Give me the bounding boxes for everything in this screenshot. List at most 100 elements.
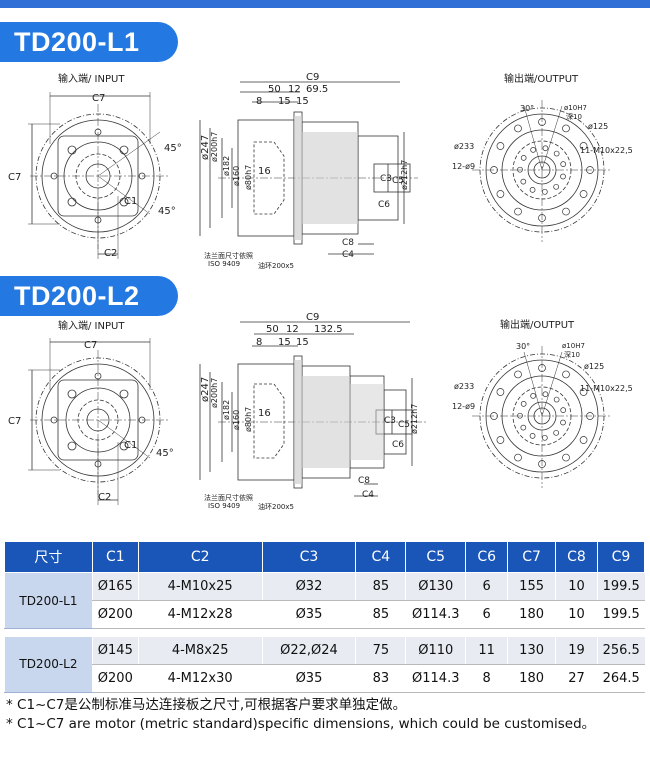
flange-note-l2: 法兰面尺寸依照 bbox=[204, 494, 253, 502]
dim-holes12-l2: 12-ø9 bbox=[452, 402, 476, 411]
bolt-hole bbox=[538, 118, 546, 126]
table-cell: 4-M10x25 bbox=[137, 572, 263, 601]
dim-132-l2: 132.5 bbox=[314, 324, 343, 335]
table-cell: 75 bbox=[355, 636, 406, 665]
oil-ring-note-l2: 油环200x5 bbox=[258, 503, 294, 511]
bolt-hole bbox=[496, 142, 505, 150]
bolt-hole bbox=[490, 166, 498, 174]
bolt-hole bbox=[514, 370, 522, 379]
table-cell: 27 bbox=[555, 664, 598, 693]
dim-deep10-l1: 深10 bbox=[566, 113, 582, 121]
iso-note-l1: ISO 9409 bbox=[208, 260, 241, 268]
dim-phi80-l1: ø80h7 bbox=[244, 164, 253, 190]
table-cell: 199.5 bbox=[596, 572, 645, 601]
dim-c2-l2: C2 bbox=[98, 492, 112, 503]
thread-hole bbox=[520, 400, 527, 407]
thread-hole bbox=[529, 187, 536, 193]
header-size: 尺寸 bbox=[4, 541, 93, 573]
table-row: Ø200 4-M12x30 Ø35 83 Ø114.3 8 180 27 264… bbox=[5, 664, 645, 693]
dim-12-l1: 12 bbox=[288, 84, 301, 95]
table-cell: 19 bbox=[555, 636, 598, 665]
dim-15b-l1: 15 bbox=[296, 96, 309, 107]
output-label-l1: 输出端/OUTPUT bbox=[504, 74, 579, 85]
table-cell: Ø165 bbox=[91, 572, 139, 601]
dim-c1-l2: C1 bbox=[124, 440, 138, 451]
table-cell: Ø200 bbox=[91, 664, 139, 693]
bolt-hole bbox=[496, 388, 505, 396]
dim-phi80-l2: ø80h7 bbox=[244, 406, 253, 432]
dim-angle-a-l1: 45° bbox=[164, 143, 182, 154]
thread-hole bbox=[517, 412, 523, 419]
thread-hole bbox=[553, 183, 560, 190]
dim-c2-l1: C2 bbox=[104, 248, 118, 259]
bolt-hole bbox=[538, 214, 546, 222]
dim-15b-l2: 15 bbox=[296, 337, 309, 348]
oil-ring-note-l1: 油环200x5 bbox=[258, 262, 294, 270]
header-c5: C5 bbox=[405, 541, 467, 573]
thread-hole bbox=[541, 188, 548, 195]
table-cell: 130 bbox=[507, 636, 556, 665]
dim-phi182-l1: ø182 bbox=[222, 155, 231, 176]
dim-c8-l2: C8 bbox=[358, 476, 371, 486]
dim-c6-l2: C6 bbox=[392, 440, 405, 450]
table-cell: 264.5 bbox=[596, 664, 645, 693]
table-cell: Ø32 bbox=[261, 572, 356, 601]
output-label-l2: 输出端/OUTPUT bbox=[500, 320, 575, 331]
table-cell: 256.5 bbox=[596, 636, 645, 665]
dim-angle-l2: 45° bbox=[156, 448, 174, 459]
table-cell: 4-M12x28 bbox=[137, 600, 263, 629]
bolt-hole bbox=[538, 364, 546, 372]
header-c3: C3 bbox=[261, 541, 357, 573]
thread-hole bbox=[520, 154, 527, 161]
thread-hole bbox=[542, 145, 549, 152]
bolt-hole bbox=[586, 166, 594, 174]
bolt-hole bbox=[562, 124, 570, 133]
table-cell: 10 bbox=[555, 600, 598, 629]
thread-hole bbox=[560, 407, 567, 413]
dim-angle30-l2: 30° bbox=[516, 342, 531, 351]
table-separator bbox=[4, 628, 645, 637]
bolt-hole bbox=[562, 453, 570, 462]
output-view-drawing-l1 bbox=[462, 86, 622, 256]
table-cell: Ø145 bbox=[91, 636, 139, 665]
dim-angle-b-l1: 45° bbox=[158, 206, 176, 217]
side-view-drawing-l2 bbox=[178, 318, 428, 518]
model-cell-l2: TD200-L2 bbox=[4, 636, 93, 693]
table-cell: Ø114.3 bbox=[405, 664, 466, 693]
iso-note-l2: ISO 9409 bbox=[208, 502, 241, 510]
table-cell: Ø200 bbox=[91, 600, 139, 629]
bolt-hole bbox=[579, 142, 588, 150]
thread-hole bbox=[541, 434, 548, 441]
dim-c5-l2: C5 bbox=[398, 420, 411, 430]
dim-phi125-l2: ø125 bbox=[584, 362, 605, 371]
bolt-hole bbox=[514, 453, 522, 462]
side-view-drawing-l1 bbox=[178, 76, 418, 276]
header-c7: C7 bbox=[507, 541, 557, 573]
dim-h10-l1: ø10H7 bbox=[564, 104, 587, 112]
flange-note-l1: 法兰面尺寸依照 bbox=[204, 252, 253, 260]
table-cell: 4-M8x25 bbox=[137, 636, 263, 665]
thread-hole bbox=[553, 429, 560, 436]
table-header-row: 尺寸 C1 C2 C3 C4 C5 C6 C7 C8 C9 bbox=[4, 541, 646, 573]
table-cell: 83 bbox=[355, 664, 406, 693]
table-cell: 180 bbox=[507, 664, 556, 693]
bolt-hole bbox=[514, 124, 522, 133]
dim-15a-l2: 15 bbox=[278, 337, 291, 348]
thread-hole bbox=[520, 178, 527, 185]
dim-12-l2: 12 bbox=[286, 324, 299, 335]
bolt-hole bbox=[579, 190, 588, 198]
thread-hole bbox=[553, 150, 560, 157]
dim-c5-l1: C5 bbox=[392, 176, 405, 186]
dim-angle30-l1: 30° bbox=[520, 104, 535, 113]
table-cell: Ø130 bbox=[405, 572, 466, 601]
dim-phi233-l1: ø233 bbox=[454, 142, 475, 151]
footnote-en: * C1~C7 are motor (metric standard)speci… bbox=[6, 716, 596, 732]
dim-50-l2: 50 bbox=[266, 324, 279, 335]
header-c9: C9 bbox=[596, 541, 646, 573]
table-cell: 4-M12x30 bbox=[137, 664, 263, 693]
bolt-hole bbox=[562, 207, 570, 216]
dim-c6-l1: C6 bbox=[378, 200, 391, 210]
dim-c4-l1: C4 bbox=[342, 250, 355, 260]
dim-phi200-l1: ø200h7 bbox=[210, 131, 219, 162]
table-row: Ø200 4-M12x28 Ø35 85 Ø114.3 6 180 10 199… bbox=[5, 600, 645, 629]
